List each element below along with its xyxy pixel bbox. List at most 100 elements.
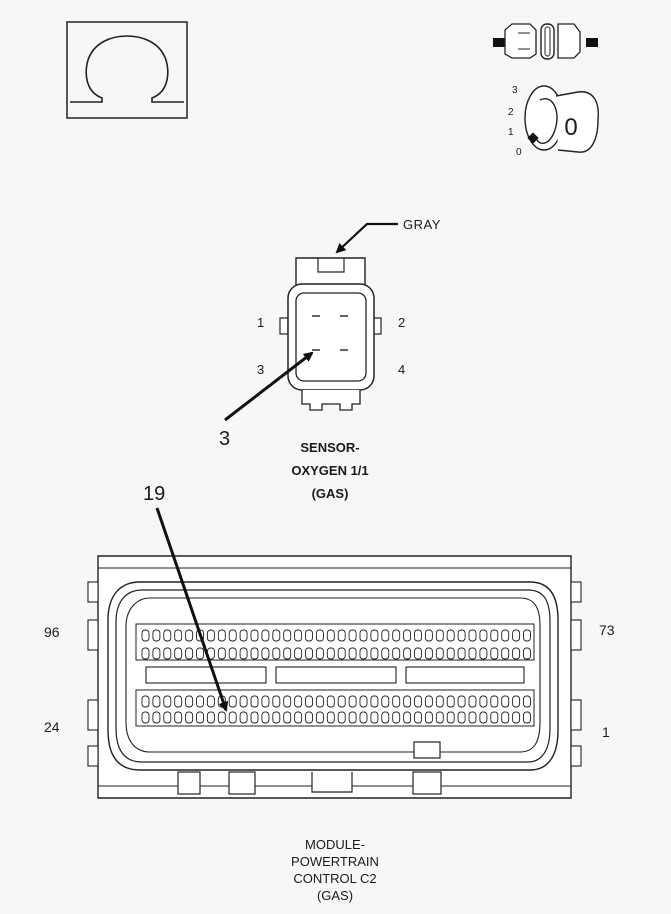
pcm-cavity	[348, 629, 357, 642]
pcm-cavity	[272, 711, 281, 724]
pcm-cavity	[512, 629, 521, 642]
sensor-callout-pin-number: 3	[219, 428, 231, 450]
pcm-cavity	[457, 629, 466, 642]
pcm-cavity	[185, 711, 194, 724]
pcm-cavity	[163, 647, 172, 660]
pcm-cavity	[392, 711, 401, 724]
pcm-cavity	[501, 629, 510, 642]
pcm-cavity	[294, 711, 303, 724]
pcm-cavity	[348, 711, 357, 724]
pcm-cavity	[424, 695, 433, 708]
pcm-corner-pin-bottom-right: 1	[602, 724, 610, 740]
pcm-cavity	[174, 695, 183, 708]
pcm-cavity	[359, 711, 368, 724]
sensor-connector	[279, 257, 382, 411]
pcm-cavity	[294, 695, 303, 708]
pcm-cavity	[239, 695, 248, 708]
pcm-cavity	[490, 695, 499, 708]
pcm-cavity	[490, 629, 499, 642]
pcm-cavity	[152, 711, 161, 724]
pcm-cavity	[152, 695, 161, 708]
pcm-cavity	[523, 629, 531, 642]
pcm-cavity	[152, 629, 161, 642]
pcm-cavity	[272, 629, 281, 642]
pcm-cavity	[326, 711, 335, 724]
pcm-cavity	[468, 711, 477, 724]
pcm-cavity	[228, 629, 237, 642]
pcm-cavity	[457, 647, 466, 660]
pcm-cavity	[424, 647, 433, 660]
pcm-cavity	[185, 647, 194, 660]
pcm-cavity	[435, 711, 444, 724]
sensor-pin-callout-arrow	[224, 351, 314, 422]
pcm-cavity	[337, 711, 346, 724]
pcm-cavity	[501, 647, 510, 660]
sensor-caption-line-2: OXYGEN 1/1	[291, 463, 369, 478]
pcm-cavity	[305, 711, 313, 724]
pcm-cavity	[424, 629, 433, 642]
pcm-cavity	[206, 711, 215, 724]
pcm-cavity	[141, 629, 150, 642]
pcm-cavity	[272, 695, 281, 708]
pcm-cavity	[381, 629, 390, 642]
pcm-cavity	[174, 711, 183, 724]
pcm-cavity	[196, 647, 204, 660]
pcm-cavity	[174, 647, 183, 660]
pcm-cavity	[228, 695, 237, 708]
pcm-cavity-row-frame	[135, 689, 535, 727]
pcm-cavity	[348, 695, 357, 708]
pcm-cavity	[250, 695, 259, 708]
pcm-cavity	[523, 695, 531, 708]
pcm-cavity	[141, 695, 150, 708]
pcm-corner-pin-bottom-left: 24	[44, 719, 60, 735]
sensor-caption-line-3: (GAS)	[311, 486, 349, 501]
pcm-cavity	[294, 647, 303, 660]
pcm-cavity	[239, 647, 248, 660]
pcm-pin-callout-arrow	[155, 507, 229, 712]
pcm-cavity	[446, 695, 455, 708]
pcm-cavity	[403, 711, 412, 724]
pcm-caption-line-2: POWERTRAIN	[291, 854, 379, 869]
pcm-connector	[87, 555, 582, 799]
pcm-cavity	[283, 695, 292, 708]
pcm-caption-line-4: (GAS)	[316, 888, 354, 903]
pcm-cavity	[228, 647, 237, 660]
pcm-cavity	[326, 647, 335, 660]
wire-color-label: GRAY	[403, 217, 441, 232]
pcm-corner-pin-top-left: 96	[44, 624, 60, 640]
pcm-cavity	[250, 647, 259, 660]
pcm-cavity	[392, 629, 401, 642]
pcm-cavity	[326, 695, 335, 708]
pcm-cavity	[283, 629, 292, 642]
pcm-cavity	[261, 711, 270, 724]
pcm-cavity	[381, 695, 390, 708]
pcm-cavity	[370, 629, 379, 642]
ignition-position-label: 3	[512, 85, 518, 96]
pcm-cavity	[359, 647, 368, 660]
pcm-cavity	[414, 647, 422, 660]
pcm-cavity	[414, 711, 422, 724]
pcm-cavity	[479, 629, 488, 642]
pcm-cavity	[163, 629, 172, 642]
pcm-cavity	[152, 647, 161, 660]
pcm-cavity	[163, 711, 172, 724]
pcm-cavity	[414, 629, 422, 642]
pcm-cavity	[305, 629, 313, 642]
pcm-cavity	[490, 711, 499, 724]
wire-color-leader-line	[335, 222, 398, 254]
pcm-cavity	[512, 711, 521, 724]
pcm-cavity	[468, 629, 477, 642]
pcm-cavity	[315, 629, 324, 642]
pcm-cavity	[228, 711, 237, 724]
pcm-cavity	[446, 629, 455, 642]
ignition-position-label: 0	[516, 147, 522, 158]
pcm-cavity	[468, 647, 477, 660]
pcm-cavity	[315, 711, 324, 724]
pcm-cavity	[479, 711, 488, 724]
pcm-cavity	[217, 711, 226, 724]
pcm-cavity	[163, 695, 172, 708]
pcm-cavity	[250, 711, 259, 724]
pcm-callout-pin-number: 19	[143, 483, 166, 505]
pcm-cavity	[392, 695, 401, 708]
